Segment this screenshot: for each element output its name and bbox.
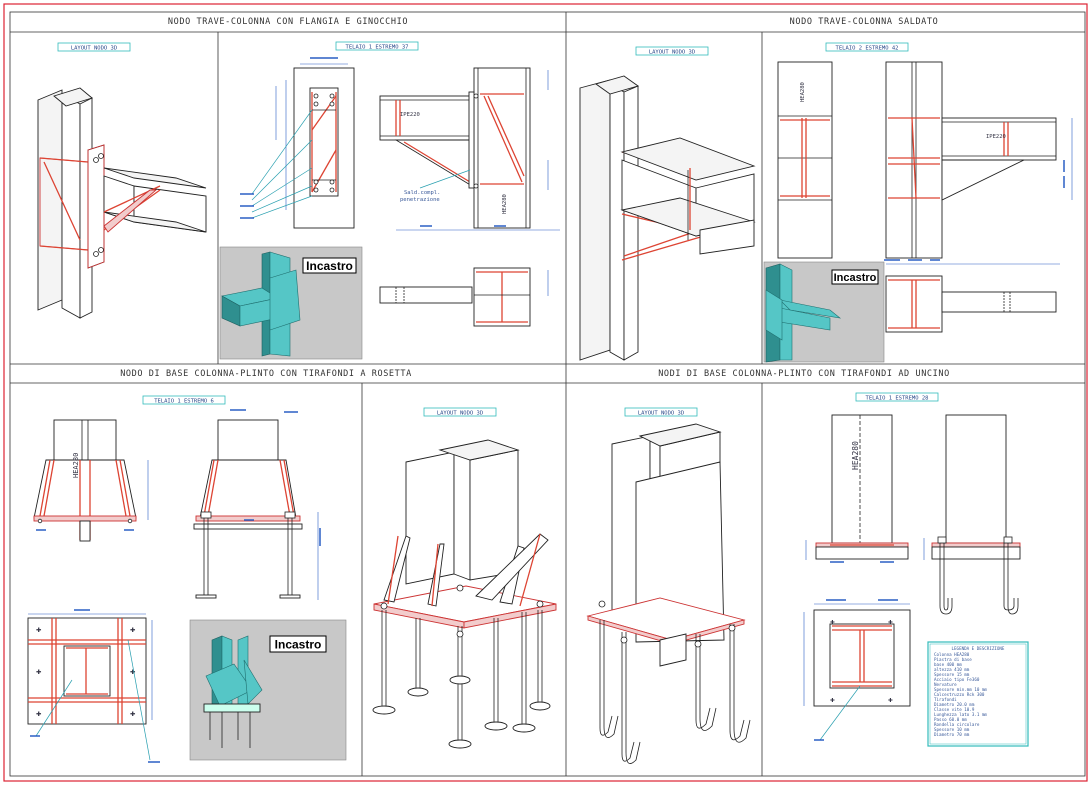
section-title-flangia: NODO TRAVE-COLONNA CON FLANGIA E GINOCCH… — [168, 17, 408, 27]
bolt-cross: ✚ — [130, 709, 136, 719]
tag-layout-3d-1: LAYOUT NODO 3D — [71, 46, 117, 52]
tag-telaio-28: TELAIO 1 ESTREMO 28 — [866, 396, 929, 402]
iso-base-rosetta — [372, 439, 557, 749]
notes-line: Spessore min.mm 10 mm — [934, 687, 987, 692]
weld-note-2: penetrazione — [400, 197, 440, 203]
notes-line: Calcestruzzo Rck 300 — [934, 692, 985, 697]
section-title-rosetta: NODO DI BASE COLONNA-PLINTO CON TIRAFOND… — [120, 369, 412, 379]
notes-line: Colonna HEA280 — [934, 652, 970, 657]
tag-telaio-37: TELAIO 1 ESTREMO 37 — [346, 45, 409, 51]
hea280-vertical-2: HEA280 — [800, 82, 806, 102]
hea280-vertical-4: HEA280 — [851, 441, 860, 470]
welded-elevation: HEA280 IPE220 — [777, 61, 1073, 265]
incastro-label-2: Incastro — [834, 272, 877, 284]
ipe220-label-2: IPE220 — [986, 134, 1006, 140]
incastro-label-3: Incastro — [275, 638, 322, 652]
bolt-cross: ✚ — [36, 709, 42, 719]
notes-line: Classe vite 10.9 — [934, 707, 975, 712]
iso-base-uncino — [586, 423, 751, 764]
base-elevation-uncino: HEA280 — [805, 414, 1021, 615]
bolt-cross: ✚ — [830, 695, 835, 704]
base-plan-rosetta: ✚ ✚ ✚ ✚ ✚ ✚ — [27, 609, 160, 763]
tag-layout-3d-3: LAYOUT NODO 3D — [437, 411, 483, 417]
bolt-cross: ✚ — [36, 667, 42, 677]
flange-plan — [379, 267, 549, 327]
iso-node-saldato — [579, 75, 756, 361]
notes-line: Lunghezza lato 3.1 mm — [934, 712, 987, 717]
hea280-vertical-1: HEA280 — [502, 194, 508, 214]
bolt-cross: ✚ — [830, 617, 835, 626]
bolt-cross: ✚ — [130, 667, 136, 677]
notes-line: Acciaio tipo Fe360 — [934, 677, 980, 682]
notes-line: Tirafondi — [934, 697, 957, 702]
incastro-render-1: Incastro — [219, 246, 363, 360]
notes-line: base 400 mm — [934, 662, 962, 667]
notes-line: Diametro 20.0 mm — [934, 702, 975, 707]
incastro-render-3: Incastro — [189, 619, 347, 761]
bolt-cross: ✚ — [130, 625, 136, 635]
iso-node-flangia — [37, 87, 207, 319]
ipe220-label-1: IPE220 — [400, 112, 420, 118]
notes-line: Spessore 15 mm — [934, 672, 970, 677]
flange-elevation — [240, 57, 355, 229]
notes-line: altezza 410 mm — [934, 667, 970, 672]
incastro-label-1: Incastro — [306, 259, 353, 273]
notes-line: LEGENDA E DESCRIZIONE — [952, 646, 1005, 651]
tag-telaio-6: TELAIO 1 ESTREMO 6 — [154, 399, 214, 405]
notes-line: Diametro 70 mm — [934, 732, 970, 737]
weld-note-1: Sald.compl. — [404, 190, 440, 196]
tag-layout-3d-4: LAYOUT NODO 3D — [638, 411, 684, 417]
base-elevation-rosetta-1: HEA280 — [33, 419, 149, 542]
incastro-render-2: Incastro — [763, 261, 885, 363]
notes-line: Piastra di base — [934, 657, 972, 662]
welded-plan — [885, 275, 1057, 333]
base-elevation-rosetta-2 — [193, 409, 321, 600]
section-title-saldato: NODO TRAVE-COLONNA SALDATO — [790, 17, 939, 27]
sheet-frame — [3, 3, 1088, 782]
hea280-vertical-3: HEA280 — [72, 453, 80, 478]
notes-line: Spessore 10 mm — [934, 727, 970, 732]
section-title-uncino: NODI DI BASE COLONNA-PLINTO CON TIRAFOND… — [658, 369, 950, 379]
notes-box: LEGENDA E DESCRIZIONE Colonna HEA280 Pia… — [927, 641, 1029, 747]
bolt-cross: ✚ — [888, 617, 893, 626]
notes-line: Nervature — [934, 682, 957, 687]
notes-line: Passo 60.0 mm — [934, 717, 967, 722]
panel-tags: LAYOUT NODO 3D TELAIO 1 ESTREMO 37 LAYOU… — [57, 41, 939, 417]
bolt-cross: ✚ — [888, 695, 893, 704]
tag-telaio-42: TELAIO 2 ESTREMO 42 — [836, 46, 899, 52]
base-plan-uncino: ✚ ✚ ✚ ✚ — [803, 599, 911, 741]
haunch-elevation: IPE220 HEA280 Sald.compl. penetrazione — [379, 67, 560, 231]
tag-layout-3d-2: LAYOUT NODO 3D — [649, 50, 695, 56]
bolt-cross: ✚ — [36, 625, 42, 635]
notes-line: Rondella circolare — [934, 722, 980, 727]
